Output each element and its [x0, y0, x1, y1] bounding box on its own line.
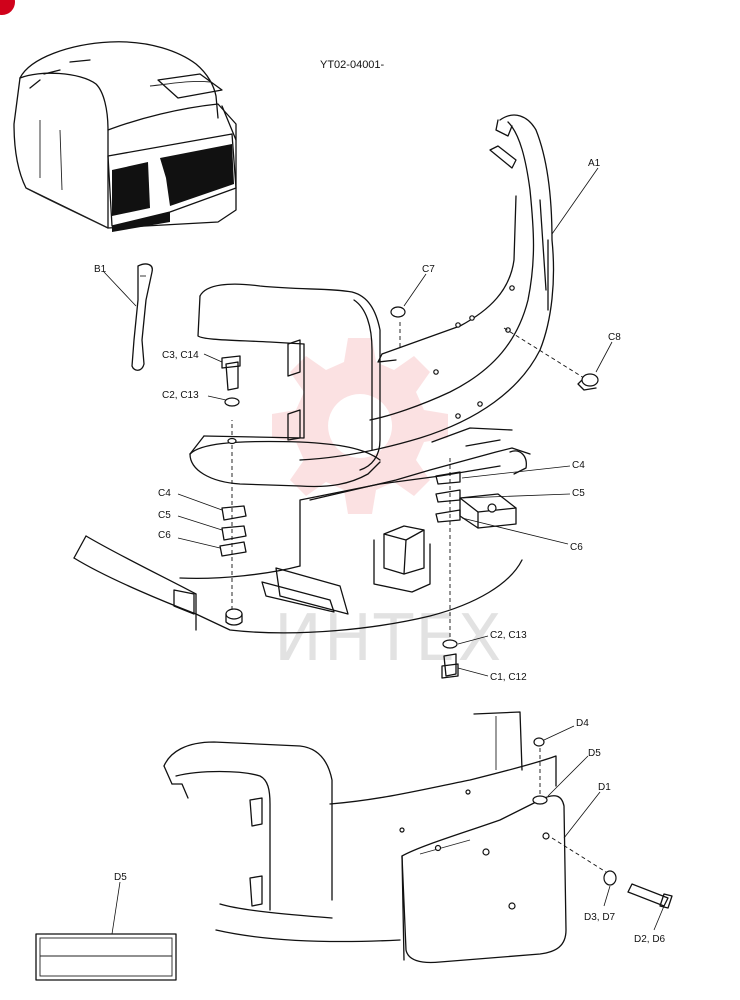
corner-marker-icon — [0, 0, 15, 15]
callout-labels: A1 B1 C7 C8 C3, C14 C2, C13 C4 C5 C6 C4 … — [94, 158, 666, 945]
callout-c3-c14: C3, C14 — [162, 350, 199, 361]
counterweight-assembly-bottom — [35, 711, 673, 981]
callout-d5-label: D5 — [114, 872, 127, 883]
watermark-text: ИНТЕХ — [274, 602, 503, 676]
callout-a1: A1 — [588, 158, 601, 169]
machine-thumbnail — [13, 41, 237, 232]
callout-c8: C8 — [608, 332, 621, 343]
callout-d4: D4 — [576, 718, 589, 729]
callout-d1: D1 — [598, 782, 611, 793]
callout-d2-d6: D2, D6 — [634, 934, 666, 945]
callout-c6-left: C6 — [158, 530, 171, 541]
watermark-gear-icon — [272, 338, 448, 514]
callout-b1: B1 — [94, 264, 107, 275]
decal-d5 — [35, 933, 177, 981]
counterweight-assembly-top — [73, 114, 599, 679]
callout-c4-right: C4 — [572, 460, 585, 471]
callout-c7: C7 — [422, 264, 435, 275]
callout-d3-d7: D3, D7 — [584, 912, 616, 923]
callout-d5: D5 — [588, 748, 601, 759]
callout-c5-right: C5 — [572, 488, 585, 499]
callout-c5-left: C5 — [158, 510, 171, 521]
callout-c2-c13-bottom: C2, C13 — [490, 630, 527, 641]
callout-c4-left: C4 — [158, 488, 171, 499]
callout-c2-c13-top: C2, C13 — [162, 390, 199, 401]
drawing-code: YT02-04001- — [320, 59, 385, 71]
callout-c1-c12: C1, C12 — [490, 672, 527, 683]
callout-c6-right: C6 — [570, 542, 583, 553]
